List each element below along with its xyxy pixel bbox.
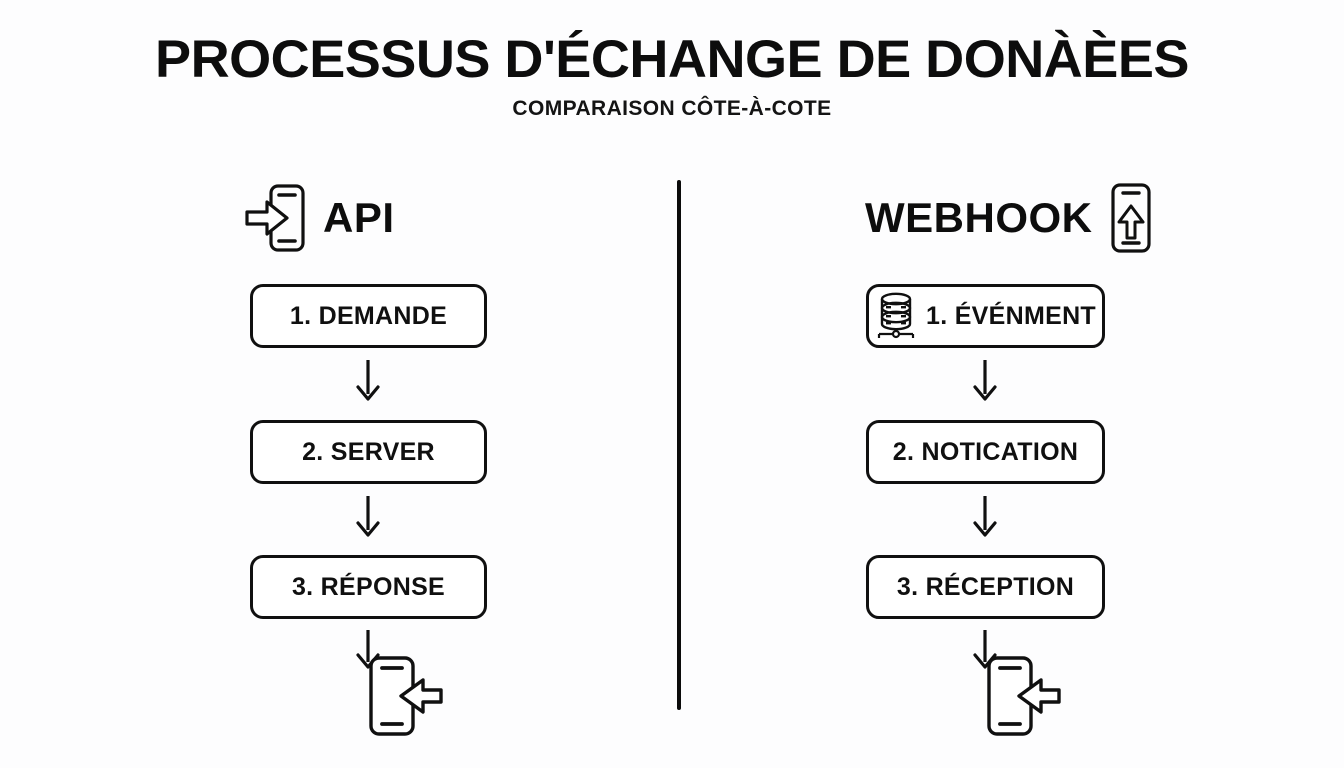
webhook-step-1-box[interactable]: 1. ÉVÉNMENT	[866, 284, 1105, 348]
center-divider	[677, 180, 681, 710]
webhook-connector-1-arrow-down-icon	[970, 358, 1000, 404]
webhook-step-3-box[interactable]: 3. RÉCEPTION	[866, 555, 1105, 619]
api-step-1-box[interactable]: 1. DEMANDE	[250, 284, 487, 348]
page-subtitle: COMPARAISON CÔTE-À-COTE	[512, 97, 832, 120]
phone-arrow-in-right-icon	[367, 652, 443, 740]
phone-arrow-in-right-icon	[985, 652, 1061, 740]
api-connector-1-arrow-down-icon	[353, 358, 383, 404]
webhook-step-2-label: 2. NOTICATION	[892, 437, 1079, 466]
webhook-step-3-label: 3. RÉCEPTION	[896, 572, 1075, 601]
api-step-3-box[interactable]: 3. RÉPONSE	[250, 555, 487, 619]
api-connector-2-arrow-down-icon	[353, 494, 383, 540]
api-step-3-label: 3. RÉPONSE	[291, 572, 446, 601]
column-webhook-title: WEBHOOK	[865, 194, 1093, 241]
webhook-step-2-box[interactable]: 2. NOTICATION	[866, 420, 1105, 484]
page-title: PROCESSUS D'ÉCHANGE DE DONÀÈES	[155, 30, 1189, 89]
column-webhook-header: WEBHOOK	[865, 180, 1153, 256]
api-step-2-label: 2. SERVER	[302, 437, 435, 466]
webhook-connector-2-arrow-down-icon	[970, 494, 1000, 540]
api-step-1-label: 1. DEMANDE	[289, 301, 448, 330]
column-webhook: WEBHOOK	[690, 0, 1250, 768]
api-step-2-box[interactable]: 2. SERVER	[250, 420, 487, 484]
column-api-title: API	[323, 194, 395, 241]
database-stack-icon	[875, 291, 917, 341]
phone-arrow-in-icon	[245, 182, 307, 254]
column-api-header: API	[245, 180, 395, 256]
column-api: API 1. DEMANDE 2. SERVER 3. RÉPONSE	[105, 0, 665, 768]
webhook-step-1-label: 1. ÉVÉNMENT	[926, 301, 1096, 330]
phone-arrow-up-icon	[1109, 182, 1153, 254]
